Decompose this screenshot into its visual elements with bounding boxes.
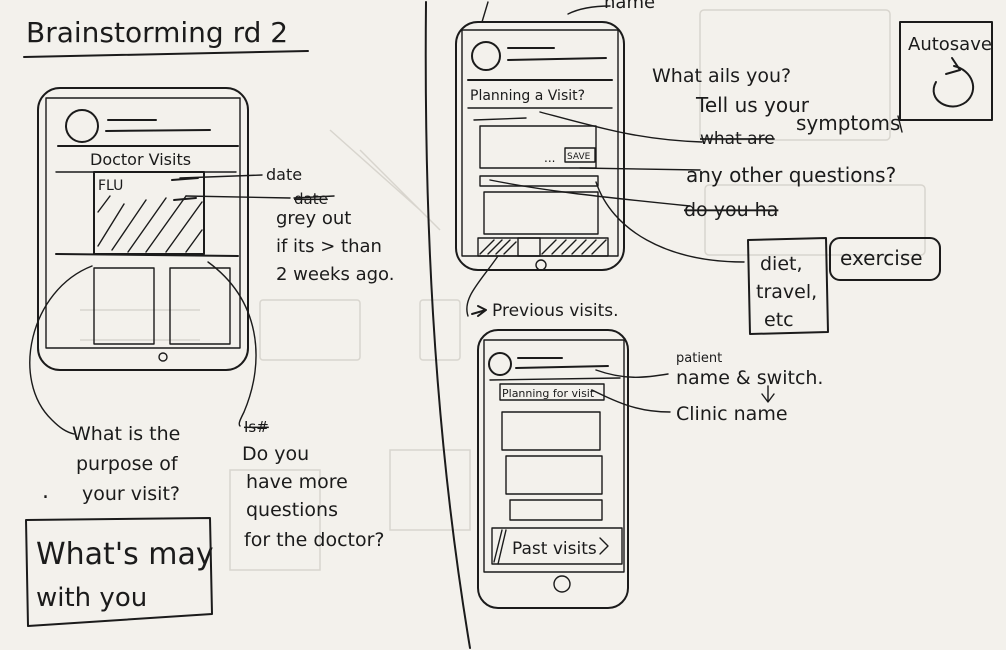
autosave-label: Autosave	[908, 34, 992, 55]
note-more-4: for the doctor?	[244, 529, 385, 551]
exercise-box: exercise	[829, 237, 941, 281]
avatar	[65, 109, 99, 143]
note-grey-3: 2 weeks ago.	[276, 264, 394, 285]
tab-bar-hatching	[479, 239, 607, 255]
page-title: Brainstorming rd 2	[26, 16, 288, 49]
refresh-icon-arrowhead	[945, 57, 961, 75]
autosave-box: Autosave	[899, 21, 993, 121]
note-symptoms: symptoms	[796, 111, 900, 135]
home-button	[535, 259, 547, 271]
home-button	[158, 352, 168, 362]
screen-title: Planning for visit	[502, 387, 595, 400]
note-tell-1: Tell us your	[695, 93, 810, 117]
diet-travel-box: diet, travel, etc	[747, 237, 829, 335]
questions-label-field	[479, 175, 599, 187]
bleed-through-marks	[80, 9, 926, 571]
note-date-struck: date	[294, 190, 328, 208]
card-hatching	[97, 195, 203, 253]
tile-left	[93, 267, 155, 345]
pointer-diet	[595, 181, 745, 263]
save-label: SAVE	[567, 152, 591, 162]
note-date: date	[266, 165, 302, 184]
note-name-switch: name & switch.	[676, 367, 823, 389]
note-purpose-1: What is the	[72, 423, 180, 445]
refresh-icon	[932, 65, 975, 108]
header-lines	[507, 47, 607, 61]
note-purpose-3: your visit?	[82, 483, 180, 505]
field-1	[501, 411, 601, 451]
phone-mockup-planning-for-visit: Planning for visit Past visits	[477, 329, 629, 609]
pointer-clinic	[591, 389, 671, 413]
pointer-patient	[595, 369, 669, 378]
note-patient: patient	[676, 351, 722, 366]
note-struck-mark: Is#	[244, 418, 269, 436]
note-purpose-2: purpose of	[76, 453, 179, 475]
avatar	[471, 41, 501, 71]
phone-mockup-planning-visit: Planning a Visit? ... SAVE	[455, 21, 625, 271]
screen-header: Doctor Visits	[90, 150, 191, 169]
pointer-other	[579, 167, 701, 171]
arrow-previous	[471, 305, 487, 317]
connector-purpose	[29, 265, 93, 435]
save-button	[564, 147, 596, 163]
dots: ...	[544, 151, 555, 165]
header-lines	[515, 357, 609, 369]
arrow-down-icon	[761, 385, 775, 403]
page-spine	[424, 1, 471, 649]
whats-up-box: What's may with you	[25, 517, 214, 627]
connector-questions	[207, 261, 257, 427]
pointer-do-you	[489, 179, 691, 207]
screen-title: Planning a Visit?	[470, 88, 585, 104]
pointer-symptoms	[539, 111, 703, 143]
note-grey-1: grey out	[276, 208, 351, 229]
note-more-1: Do you	[242, 443, 309, 465]
note-exercise: exercise	[840, 246, 923, 270]
header-lines	[105, 119, 211, 132]
top-name-label: name	[604, 0, 655, 13]
note-more-2: have more	[246, 471, 348, 493]
note-more-3: questions	[246, 499, 338, 521]
note-grey-2: if its > than	[276, 236, 382, 257]
note-struck-do-you: do you ha	[684, 199, 778, 221]
box-line-1: What's may	[36, 537, 214, 572]
clinic-switch	[499, 383, 605, 401]
past-visits-label: Past visits	[512, 539, 597, 559]
pointer-previous	[466, 255, 499, 317]
questions-field	[483, 191, 599, 235]
date-pointer	[179, 174, 263, 179]
flu-card	[93, 171, 205, 255]
past-visits-bar	[491, 527, 623, 565]
note-bullet: .	[42, 479, 49, 504]
home-button	[553, 575, 571, 593]
tab-bar	[477, 237, 609, 257]
note-other-questions: any other questions?	[686, 163, 896, 187]
phone-mockup-doctor-visits: Doctor Visits FLU	[37, 87, 249, 371]
note-travel: travel,	[756, 281, 817, 303]
symptom-field	[479, 125, 597, 169]
avatar	[488, 352, 512, 376]
note-ails: What ails you?	[652, 65, 791, 87]
field-3	[509, 499, 603, 521]
tile-right	[169, 267, 231, 345]
note-previous-visits: Previous visits.	[492, 301, 619, 321]
note-tell-struck: what are	[700, 129, 775, 149]
chevron-right-icon	[599, 537, 609, 555]
tab-selected	[517, 237, 541, 257]
note-etc: etc	[764, 309, 794, 331]
note-diet: diet,	[760, 253, 803, 275]
note-clinic-name: Clinic name	[676, 403, 788, 425]
field-2	[505, 455, 603, 495]
title-underline	[23, 50, 309, 58]
box-line-2: with you	[36, 583, 147, 613]
card-label: FLU	[98, 178, 123, 194]
